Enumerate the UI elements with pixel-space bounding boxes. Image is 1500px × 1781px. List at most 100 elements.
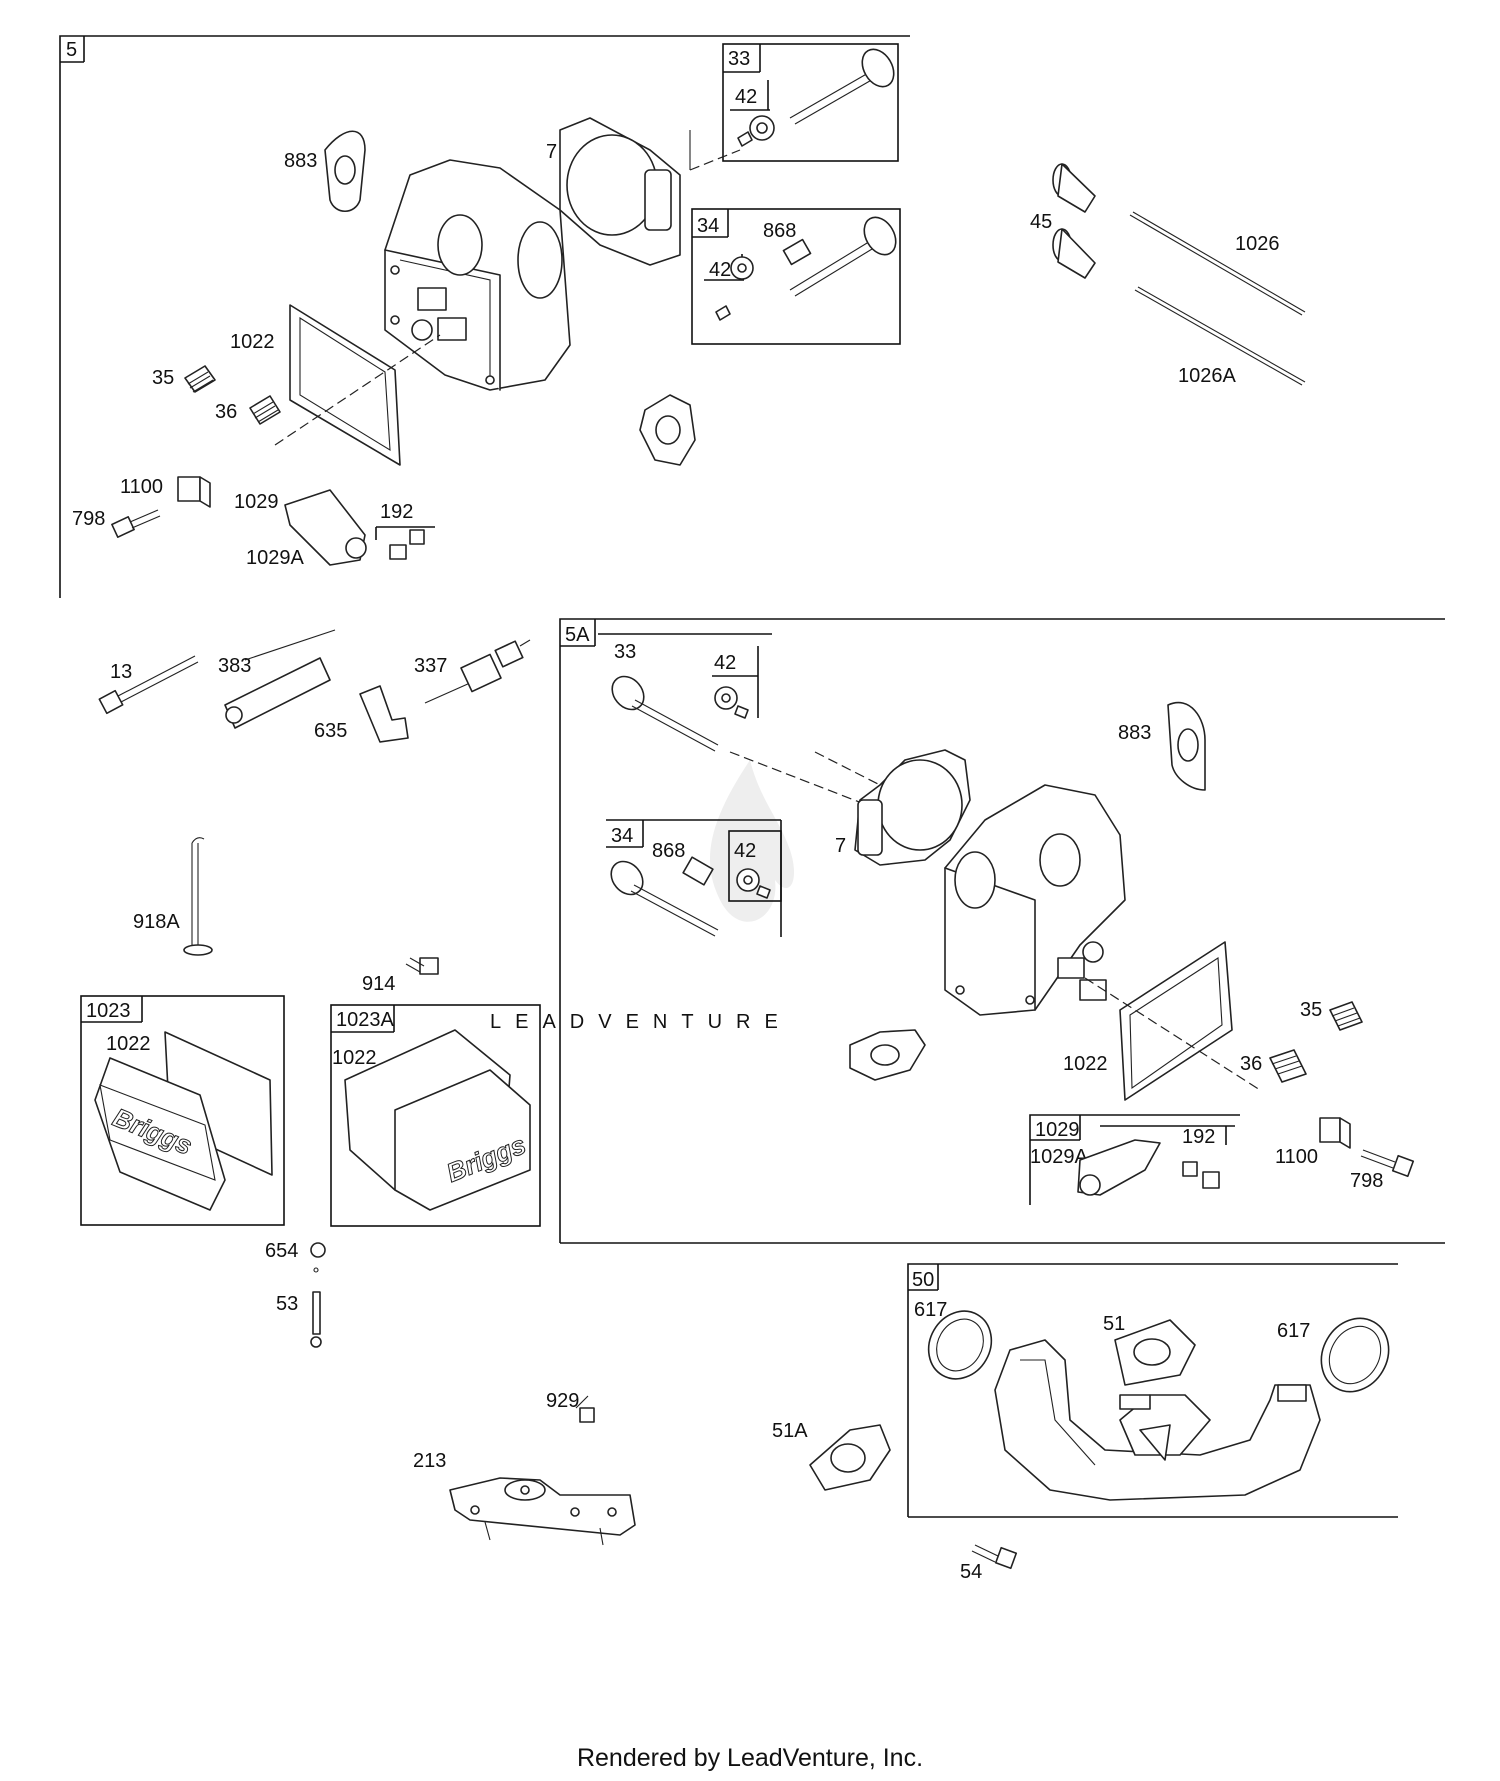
- label-1026a: 1026A: [1178, 365, 1236, 387]
- label-383: 383: [218, 655, 251, 677]
- stud-53-icon: [310, 1291, 322, 1348]
- label-36: 36: [215, 401, 237, 423]
- bracket-213-icon: [449, 1477, 636, 1546]
- bolt-798-icon: [111, 509, 161, 538]
- label-5a-1029a: 1029A: [1030, 1146, 1088, 1168]
- valve-33-icon: [789, 48, 895, 125]
- label-929: 929: [546, 1390, 579, 1412]
- gasket-51a-icon: [809, 1424, 891, 1491]
- label-5a-1100: 1100: [1275, 1146, 1318, 1168]
- exhaust-gasket-5a-icon: [849, 1029, 926, 1081]
- group-5a-34-label: 34: [611, 825, 633, 847]
- label-5a-798: 798: [1350, 1170, 1383, 1192]
- clip-654-icon: [310, 1242, 326, 1273]
- group-50: 50 617 51 617: [907, 1263, 1398, 1518]
- label-868: 868: [763, 220, 796, 242]
- label-337: 337: [414, 655, 447, 677]
- cylinder-head-5a-icon: [944, 784, 1126, 1016]
- label-54: 54: [960, 1561, 982, 1583]
- label-883: 883: [284, 150, 317, 172]
- label-1029: 1029: [234, 491, 279, 513]
- exhaust-manifold-50-icon: [994, 1339, 1321, 1501]
- group-33-label: 33: [728, 48, 750, 70]
- valve-spring-35-icon: [184, 365, 216, 393]
- bracket-5a-1100-icon: [1319, 1117, 1351, 1149]
- label-51: 51: [1103, 1313, 1125, 1335]
- valve-cover-1023-icon: Briggs: [94, 1031, 273, 1211]
- push-rod-1026-icon: [1129, 211, 1306, 386]
- valve-5a-33-icon: [611, 675, 749, 752]
- group-5a-33-label: 33: [614, 641, 636, 663]
- rocker-arm-5a-1029-icon: [1077, 1139, 1161, 1196]
- spark-plug-337-icon: [424, 639, 531, 704]
- label-5a-1022: 1022: [1063, 1053, 1108, 1075]
- label-5a-883: 883: [1118, 722, 1151, 744]
- group-5a-42-label: 42: [714, 652, 736, 674]
- bolt-13-icon: [98, 655, 199, 715]
- group-1023-label: 1023: [86, 1000, 131, 1022]
- group-50-label: 50: [912, 1269, 934, 1291]
- label-5a-36: 36: [1240, 1053, 1262, 1075]
- label-914: 914: [362, 973, 395, 995]
- lifter-45-icon: [1052, 163, 1096, 279]
- label-1022: 1022: [230, 331, 275, 353]
- dipstick-tube-918a-icon: [183, 837, 213, 956]
- label-1022b: 1022: [106, 1033, 151, 1055]
- watermark-flame-icon: [710, 760, 795, 922]
- valve-cover-1023a-icon: Briggs: [344, 1029, 531, 1211]
- valve-5a-34-icon: [610, 856, 771, 937]
- bolt-914-icon: [405, 957, 439, 975]
- bolt-5a-798-icon: [1360, 1149, 1415, 1178]
- ignition-coil-383-icon: [224, 629, 336, 729]
- group-5a: 5A 33 42 34 868 42: [559, 618, 1445, 1244]
- label-1026: 1026: [1235, 233, 1280, 255]
- label-798: 798: [72, 508, 105, 530]
- group-5-label: 5: [66, 39, 77, 61]
- label-51a: 51A: [772, 1420, 808, 1442]
- label-5a-868: 868: [652, 840, 685, 862]
- bolt-54-icon: [971, 1544, 1018, 1570]
- footer-credit: Rendered by LeadVenture, Inc.: [576, 1744, 924, 1772]
- group-1023a-box: [330, 1004, 541, 1227]
- nut-192-icon: [389, 529, 425, 560]
- group-5: 5 33 42 34 42 868: [59, 35, 1306, 598]
- group-192b-label: 192: [1182, 1126, 1215, 1148]
- label-5a-35: 35: [1300, 999, 1322, 1021]
- watermark: LEADVENTURE: [490, 1011, 792, 1033]
- label-45: 45: [1030, 211, 1052, 233]
- group-5a-42b-box: [728, 830, 782, 902]
- label-1100: 1100: [120, 476, 163, 498]
- label-5a-7: 7: [835, 835, 846, 857]
- gasket-617b-icon: [1320, 1317, 1390, 1393]
- group-192-label: 192: [380, 501, 413, 523]
- keeper-42-icon: [737, 115, 775, 147]
- group-34-label: 34: [697, 215, 719, 237]
- nut-5a-192-icon: [1182, 1161, 1220, 1189]
- label-1022c: 1022: [332, 1047, 377, 1069]
- group-5a-42b-label: 42: [734, 840, 756, 862]
- spark-plug-boot-635-icon: [359, 685, 409, 743]
- head-gasket-5a-7-icon: [854, 749, 971, 866]
- exhaust-gasket-icon: [639, 394, 696, 466]
- head-gasket-7-icon: [559, 117, 681, 266]
- gasket-51-icon: [1114, 1319, 1196, 1386]
- label-1029a: 1029A: [246, 547, 304, 569]
- gasket-617a-icon: [927, 1310, 993, 1380]
- cylinder-head-icon: [384, 159, 571, 391]
- label-617b: 617: [1277, 1320, 1310, 1342]
- label-13: 13: [110, 661, 132, 683]
- rocker-arm-1029-icon: [284, 489, 367, 566]
- label-35: 35: [152, 367, 174, 389]
- label-213: 213: [413, 1450, 446, 1472]
- valve-spring-5a-35-icon: [1329, 1001, 1363, 1031]
- label-53: 53: [276, 1293, 298, 1315]
- label-7: 7: [546, 141, 557, 163]
- valve-cover-gasket-5a-1022-icon: [1119, 941, 1233, 1101]
- group-42-label: 42: [735, 86, 757, 108]
- label-635: 635: [314, 720, 347, 742]
- valve-spring-5a-36-icon: [1269, 1049, 1307, 1083]
- gasket-883-icon: [324, 130, 366, 213]
- bracket-1100-icon: [177, 476, 211, 508]
- valve-cover-gasket-1022-icon: [289, 304, 401, 466]
